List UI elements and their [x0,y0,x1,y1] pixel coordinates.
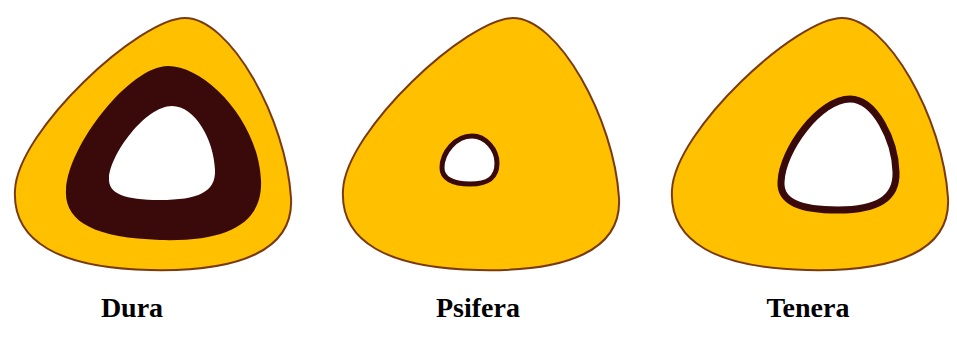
variety-label: Dura [101,293,163,324]
psifera-fruit [343,18,619,270]
tenera-fruit [672,18,948,270]
dura-fruit [15,18,291,270]
variety-label: Tenera [767,293,850,324]
variety-label: Psifera [436,293,520,324]
